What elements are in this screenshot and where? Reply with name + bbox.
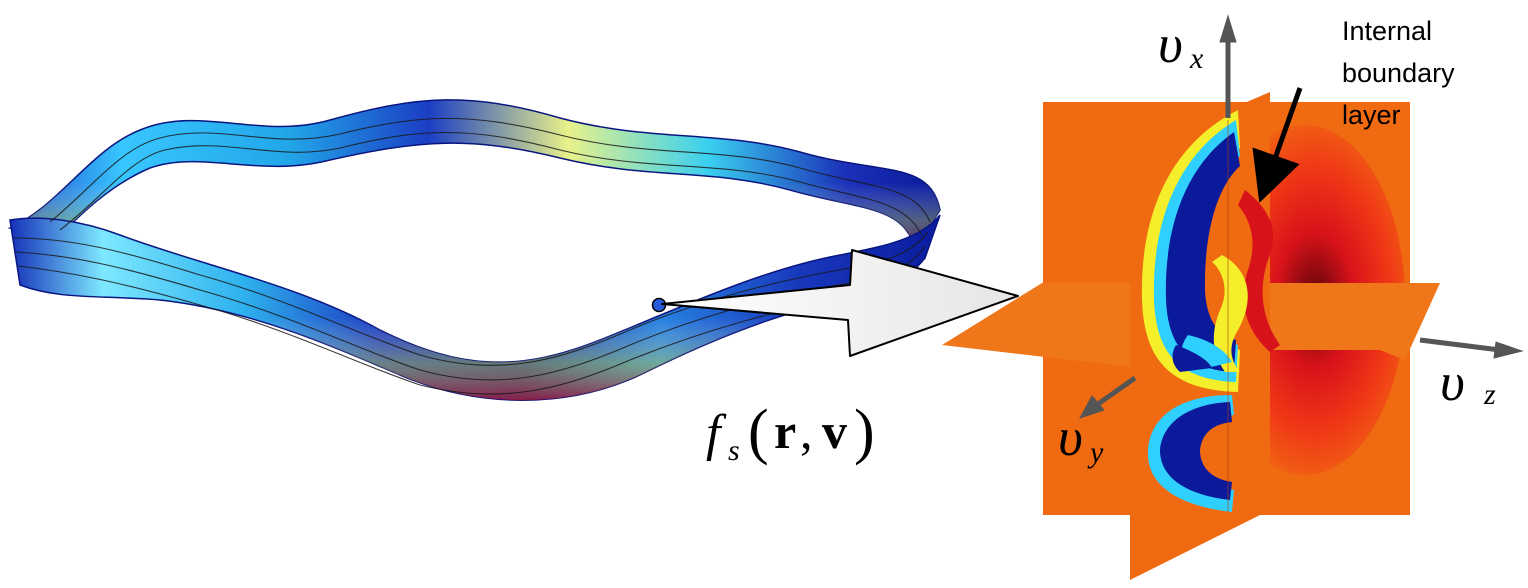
formula-right-paren: ) <box>854 398 875 466</box>
vz-label-subscript: z <box>1483 378 1496 411</box>
axis-labels: υ x υ z υ y <box>1058 14 1496 469</box>
vx-label: υ <box>1158 14 1183 74</box>
flux-tube-ribbon <box>7 99 941 401</box>
vy-axis-arrowhead-icon <box>1078 395 1105 419</box>
formula-subscript: s <box>728 434 740 467</box>
distribution-function-label: f s ( r , v ) <box>706 398 875 467</box>
vz-axis <box>1419 337 1501 353</box>
annotation-line-3: layer <box>1342 100 1401 130</box>
formula-r: r <box>774 403 796 459</box>
ribbon-field-lines <box>13 117 931 395</box>
formula-v: v <box>822 403 847 459</box>
crescent-structure <box>1141 110 1280 512</box>
annotation-line-2: boundary <box>1342 58 1455 88</box>
annotation-arrow <box>1252 87 1303 203</box>
vy-label-subscript: y <box>1087 436 1104 469</box>
annotation-line-1: Internal <box>1342 16 1432 46</box>
velocity-space-slices <box>942 14 1524 580</box>
formula-f: f <box>706 405 727 462</box>
vx-axis-arrowhead-icon <box>1219 14 1237 43</box>
mapping-arrow <box>661 249 1019 357</box>
internal-boundary-layer-annotation: Internal boundary layer <box>1252 16 1455 203</box>
vy-label: υ <box>1058 407 1083 467</box>
vx-label-subscript: x <box>1189 42 1204 75</box>
formula-comma: , <box>800 403 813 459</box>
vz-label: υ <box>1440 352 1465 412</box>
vz-axis-arrowhead-icon <box>1493 341 1524 359</box>
vy-axis <box>1096 375 1137 407</box>
velocity-axes <box>1078 14 1524 419</box>
formula-left-paren: ( <box>748 398 769 466</box>
